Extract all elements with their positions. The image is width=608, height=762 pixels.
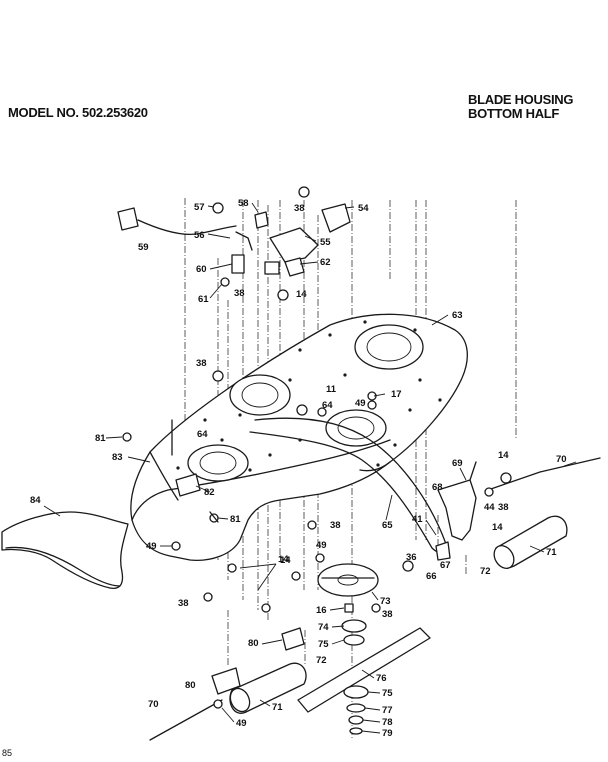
callout: 70 xyxy=(556,454,567,465)
left-gauge-wheel xyxy=(149,627,307,741)
callout: 82 xyxy=(204,487,215,498)
callout: 11 xyxy=(326,384,337,395)
callout: 38 xyxy=(196,358,207,369)
callout: 75 xyxy=(382,688,393,699)
callout: 69 xyxy=(452,458,463,469)
callout: 59 xyxy=(138,242,149,253)
blade-housing-deck xyxy=(130,313,468,561)
callout: 80 xyxy=(248,638,259,649)
callout: 36 xyxy=(406,552,417,563)
callout: 14 xyxy=(296,289,307,300)
callout: 84 xyxy=(30,495,41,506)
callout: 65 xyxy=(382,520,393,531)
callout: 64 xyxy=(197,429,208,440)
diagram-title-line-1: BLADE HOUSING xyxy=(468,92,574,107)
callout: 74 xyxy=(318,622,329,633)
callout: 75 xyxy=(318,639,329,650)
callout: 70 xyxy=(148,699,159,710)
callout: 66 xyxy=(426,571,437,582)
callout: 14 xyxy=(278,554,289,565)
callout: 64 xyxy=(322,400,333,411)
callout: 14 xyxy=(492,522,503,533)
callout: 72 xyxy=(316,655,327,666)
callout: 49 xyxy=(146,541,157,552)
callout: 38 xyxy=(382,609,393,620)
callout: 76 xyxy=(376,673,387,684)
callout: 14 xyxy=(280,555,291,566)
callout: 41 xyxy=(412,514,423,525)
callout: 71 xyxy=(272,702,283,713)
callout: 38 xyxy=(178,598,189,609)
right-gauge-wheel xyxy=(437,457,601,569)
wire-harness xyxy=(117,207,237,236)
callout: 49 xyxy=(355,398,366,409)
callout: 38 xyxy=(234,288,245,299)
callout: 58 xyxy=(238,198,249,209)
callout: 62 xyxy=(320,257,331,268)
callout: 38 xyxy=(498,502,509,513)
callout: 68 xyxy=(432,482,443,493)
callout: 60 xyxy=(196,264,207,275)
callout: 81 xyxy=(230,514,241,525)
callout: 67 xyxy=(440,560,451,571)
model-number: MODEL NO. 502.253620 xyxy=(8,105,148,120)
callout: 55 xyxy=(320,237,331,248)
diagram-title-line-2: BOTTOM HALF xyxy=(468,106,560,121)
blade-adapter xyxy=(317,563,379,597)
mower-blade xyxy=(297,627,431,713)
callout: 38 xyxy=(294,203,305,214)
callout: 14 xyxy=(498,450,509,461)
callout: 49 xyxy=(236,718,247,729)
callout: 80 xyxy=(185,680,196,691)
callout: 71 xyxy=(546,547,557,558)
callout: 57 xyxy=(194,202,205,213)
center-spindle-opening xyxy=(325,409,387,447)
side-shield xyxy=(1,511,129,590)
callout: 83 xyxy=(112,452,123,463)
callout: 16 xyxy=(316,605,327,616)
front-spindle-opening xyxy=(187,444,249,482)
callout: 17 xyxy=(391,389,402,400)
callout: 61 xyxy=(198,294,209,305)
page-code: 85 xyxy=(2,748,13,758)
hardware xyxy=(122,370,451,709)
callout: 44 xyxy=(484,502,495,513)
callout: 49 xyxy=(316,540,327,551)
callout: 56 xyxy=(194,230,205,241)
callout: 81 xyxy=(95,433,106,444)
callout: 63 xyxy=(452,310,463,321)
callout: 73 xyxy=(380,596,391,607)
blade-and-spindle xyxy=(297,563,431,735)
leader-lines xyxy=(43,202,577,734)
callout-labels: 57 58 38 54 59 56 55 60 62 38 14 61 63 3… xyxy=(30,198,567,739)
callout: 54 xyxy=(358,203,369,214)
callout: 77 xyxy=(382,705,393,716)
callout: 38 xyxy=(330,520,341,531)
right-spindle-opening xyxy=(354,324,424,370)
callout: 72 xyxy=(480,566,491,577)
left-spindle-opening xyxy=(229,374,291,416)
callout: 79 xyxy=(382,728,393,739)
callout: 78 xyxy=(382,717,393,728)
